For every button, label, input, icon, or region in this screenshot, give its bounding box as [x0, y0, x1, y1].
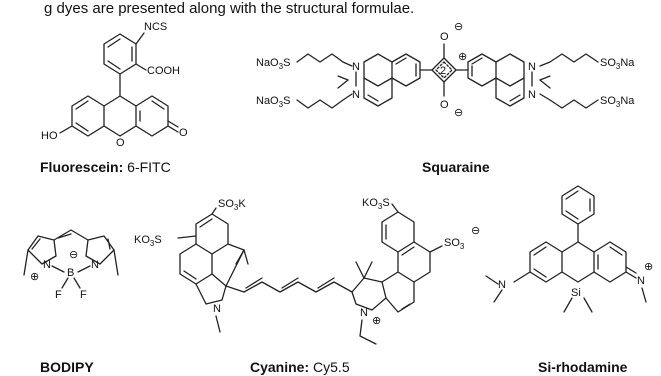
so3na-bottom-right: SO3Na — [600, 95, 635, 109]
cyanine-n-right: N — [360, 307, 368, 319]
squaraine-plus: ⊕ — [458, 51, 467, 63]
keto-o-label: O — [179, 127, 188, 139]
bodipy-caption: BODIPY — [40, 359, 94, 375]
top-caption: g dyes are presented along with the stru… — [44, 0, 414, 17]
right-n-bottom: N — [528, 89, 536, 101]
bodipy-minus: ⊖ — [69, 249, 78, 261]
cyanine-ko3s-left: KO3S — [134, 234, 162, 248]
squaraine-minus-top: ⊖ — [454, 21, 463, 33]
si-rhodamine-plus: ⊕ — [644, 261, 653, 273]
si-rhodamine-caption: Si-rhodamine — [538, 359, 628, 375]
bodipy-n-right: N — [91, 259, 99, 271]
right-n-top: N — [528, 61, 536, 73]
bridge-o-label: O — [116, 137, 125, 149]
cooh-label: COOH — [147, 65, 180, 77]
squaraine-core-charge: 2 — [440, 65, 446, 77]
left-n-bottom: N — [352, 89, 360, 101]
cyanine-so3-right: SO3 — [444, 237, 465, 251]
bodipy-n-left: N — [43, 259, 51, 271]
cyanine-ko3s-right: KO3S — [362, 197, 390, 211]
squaraine-caption: Squaraine — [422, 159, 490, 175]
bodipy-b: B — [67, 267, 74, 279]
ho-label: HO — [41, 130, 58, 142]
cyanine-plus: ⊕ — [372, 315, 381, 327]
si-atom: Si — [571, 287, 581, 299]
fluorescein-caption: Fluorescein: 6-FITC — [40, 159, 171, 175]
si-rhodamine-n-left: N — [498, 279, 506, 291]
bodipy-plus: ⊕ — [30, 271, 39, 283]
bodipy-f-right: F — [80, 289, 87, 301]
cyanine-minus: ⊖ — [471, 225, 480, 237]
si-rhodamine-n-right: N — [637, 275, 645, 287]
ncs-label: NCS — [144, 21, 167, 33]
naso3s-top-left: NaO3S — [256, 57, 290, 71]
bodipy-structure: N N ⊕ ⊖ B F F — [23, 229, 119, 301]
so3na-top-right: SO3Na — [600, 57, 635, 71]
cyanine-n-left: N — [213, 303, 221, 315]
squaraine-minus-bottom: ⊖ — [454, 107, 463, 119]
cyanine-structure: SO3K KO3S N N ⊕ — [134, 197, 480, 345]
squaraine-structure: NaO3S NaO3S N N 2 O ⊖ O ⊖ ⊕ — [256, 21, 635, 119]
left-n-top: N — [352, 61, 360, 73]
fluorescein-structure: NCS COOH HO O O — [41, 21, 188, 149]
si-rhodamine-structure: Si N N ⊕ — [485, 185, 653, 313]
cyanine-caption: Cyanine: Cy5.5 — [250, 359, 350, 375]
naso3s-bottom-left: NaO3S — [256, 95, 290, 109]
squaraine-o-bottom: O — [440, 99, 449, 111]
cyanine-so3k: SO3K — [218, 198, 246, 212]
squaraine-o-top: O — [440, 31, 449, 43]
bodipy-f-left: F — [55, 289, 62, 301]
